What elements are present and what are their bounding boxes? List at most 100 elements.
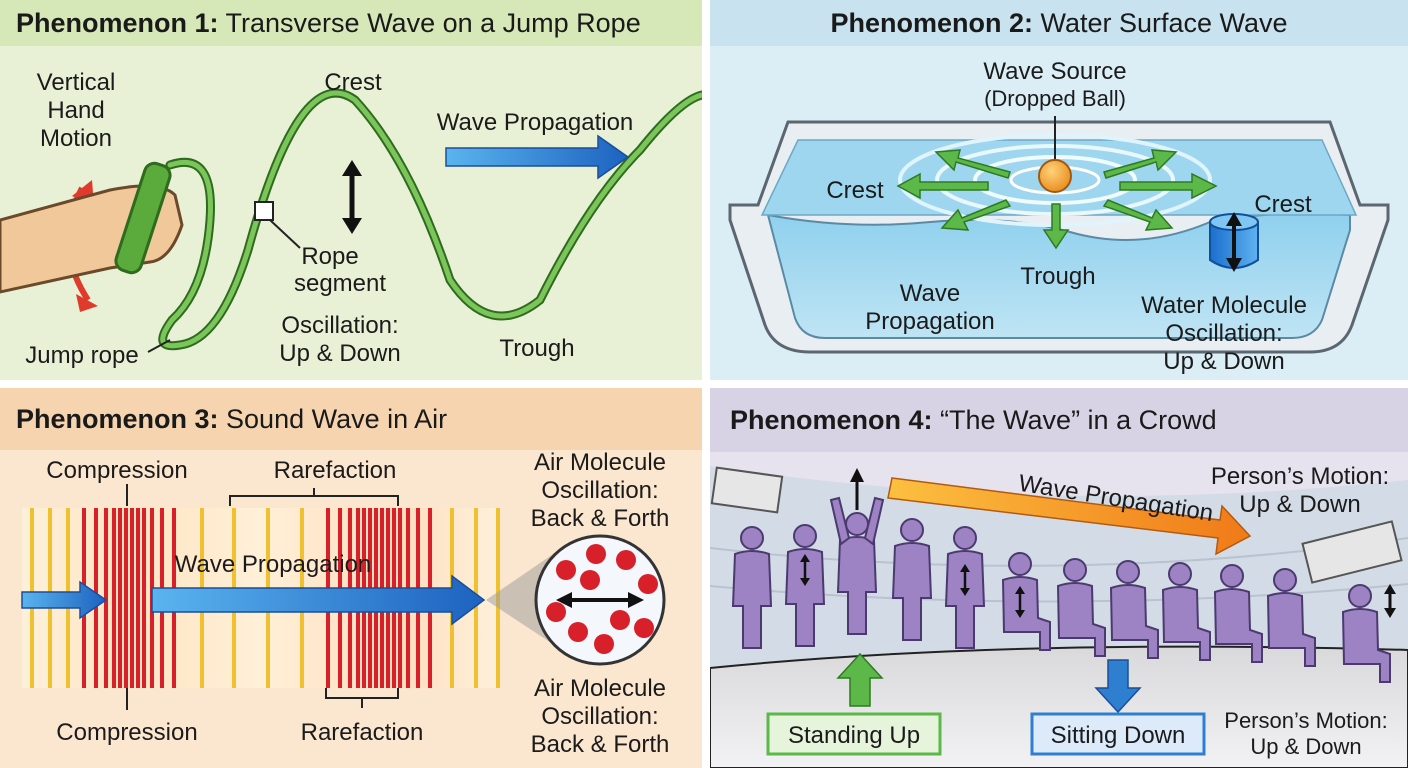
- wave-propagation-arrow-icon: [151, 574, 486, 626]
- density-bar: [136, 508, 140, 688]
- standing-up-label: Standing Up: [788, 722, 920, 749]
- arrow-head-icon: [1226, 258, 1242, 272]
- person-icon: [944, 526, 986, 649]
- jump-rope-illustration: Vertical Hand Motion Crest Wave Propagat…: [0, 69, 702, 369]
- person-icon: [891, 518, 933, 641]
- rarefaction-label: Rarefaction: [301, 719, 424, 746]
- air-molecule-label: Back & Forth: [531, 505, 670, 532]
- density-bar: [104, 508, 108, 688]
- air-molecules: [546, 544, 658, 654]
- person-icon: [1001, 552, 1051, 651]
- wave-propagation-label: Propagation: [865, 308, 994, 335]
- molecule-dot: [568, 622, 588, 642]
- person-motion-label: Up & Down: [1239, 491, 1360, 518]
- water-body: [766, 212, 1351, 339]
- panel-2-title: Phenomenon 2: Water Surface Wave: [710, 0, 1408, 46]
- crowd-wave-illustration: Wave Propagation Person’s Motion: Up & D…: [710, 463, 1408, 768]
- ball-icon: [1038, 159, 1072, 193]
- water-molecule-label: Oscillation:: [1165, 320, 1282, 347]
- water-molecule-label: Water Molecule: [1141, 292, 1307, 319]
- arrow-head-icon: [556, 592, 572, 608]
- person-motion-label: Up & Down: [1250, 734, 1361, 759]
- rope-segment-label: Rope: [301, 243, 358, 270]
- compression-label: Compression: [46, 457, 187, 484]
- trough-label: Trough: [1020, 263, 1095, 290]
- arrow-head-icon: [342, 160, 362, 176]
- panel-4-title: Phenomenon 4: “The Wave” in a Crowd: [710, 388, 1408, 452]
- jump-rope-leader: [147, 339, 171, 353]
- water-molecule-label: Up & Down: [1163, 348, 1284, 375]
- up-down-arrow-icon: [960, 564, 970, 596]
- jump-rope-label: Jump rope: [25, 342, 138, 369]
- panel-1-title: Phenomenon 1: Transverse Wave on a Jump …: [0, 0, 702, 46]
- crest-label: Crest: [324, 69, 382, 96]
- density-bar: [118, 508, 122, 688]
- hand-motion-label: Hand: [47, 97, 104, 124]
- air-molecule-label: Oscillation:: [541, 477, 658, 504]
- air-molecule-label: Air Molecule: [534, 449, 666, 476]
- sound-wave-illustration: Compression Rarefaction Wave Propagation…: [21, 449, 670, 758]
- person-icon: [784, 524, 826, 647]
- stadium-screen-icon: [710, 466, 784, 514]
- molecule-dot: [610, 610, 630, 630]
- panel-jump-rope: Phenomenon 1: Transverse Wave on a Jump …: [0, 0, 702, 380]
- molecule-dot: [634, 618, 654, 638]
- panel-3-title: Phenomenon 3: Sound Wave in Air: [0, 388, 702, 450]
- rarefaction-bracket: [229, 488, 399, 506]
- air-molecule-label: Air Molecule: [534, 675, 666, 702]
- rope-segment-leader: [269, 219, 301, 249]
- green-arrow-icon: [896, 172, 989, 200]
- density-bar: [112, 508, 116, 688]
- density-bar: [124, 508, 128, 688]
- molecule-dot: [638, 574, 658, 594]
- density-bar: [142, 508, 146, 688]
- panel-crowd-wave: Phenomenon 4: “The Wave” in a Crowd: [710, 388, 1408, 768]
- wave-propagation-arrow-icon: [887, 477, 1252, 556]
- oscillation-label: Up & Down: [279, 340, 400, 367]
- green-arrow-icon: [1102, 199, 1174, 231]
- air-molecule-label: Back & Forth: [531, 731, 670, 758]
- density-bar: [130, 508, 134, 688]
- wave-propagation-arrow-icon: [445, 134, 630, 180]
- rarefaction-label: Rarefaction: [274, 457, 397, 484]
- molecule-dot: [546, 602, 566, 622]
- rarefaction-bracket: [325, 688, 399, 708]
- wave-propagation-label: Wave Propagation: [175, 551, 372, 578]
- person-motion-label: Person’s Motion:: [1224, 708, 1387, 733]
- sitting-down-arrow-icon: [1094, 659, 1142, 714]
- crowd: [731, 496, 1391, 683]
- person-icon: [829, 496, 885, 635]
- person-motion-label: Person’s Motion:: [1211, 463, 1389, 490]
- stadium-screen-icon: [1301, 520, 1403, 584]
- arrow-head-icon: [1384, 584, 1396, 594]
- arrow-head-icon: [850, 468, 864, 482]
- wave-propagation-label: Wave: [900, 280, 960, 307]
- oscillation-label: Oscillation:: [281, 312, 398, 339]
- panel-sound-wave: Phenomenon 3: Sound Wave in Air: [0, 388, 702, 768]
- arrow-head-icon: [342, 218, 362, 234]
- up-down-arrow-icon: [1015, 586, 1025, 618]
- sitting-down-label: Sitting Down: [1051, 722, 1186, 749]
- standing-up-box: [766, 712, 942, 756]
- trough-label: Trough: [499, 335, 574, 362]
- rope-segment-marker: [254, 201, 274, 221]
- crest-label: Crest: [826, 177, 884, 204]
- person-icon: [731, 526, 773, 649]
- hand-motion-label: Motion: [40, 125, 112, 152]
- green-arrow-icon: [1103, 149, 1178, 179]
- compression-label: Compression: [56, 719, 197, 746]
- person-icon: [1109, 560, 1159, 659]
- arrow-head-icon: [76, 294, 98, 312]
- sitting-down-box: [1030, 712, 1206, 756]
- rope-handle-icon: [114, 161, 172, 275]
- arrow-head-icon: [628, 592, 644, 608]
- propagation-arrows: [896, 149, 1218, 250]
- jump-rope-highlight: [160, 90, 702, 349]
- person-icon: [1161, 562, 1211, 661]
- person-icon: [1266, 568, 1316, 667]
- air-molecule-label: Oscillation:: [541, 703, 658, 730]
- molecule-dot: [616, 550, 636, 570]
- rope-segment-label: segment: [294, 270, 386, 297]
- arrow-head-icon: [1384, 608, 1396, 618]
